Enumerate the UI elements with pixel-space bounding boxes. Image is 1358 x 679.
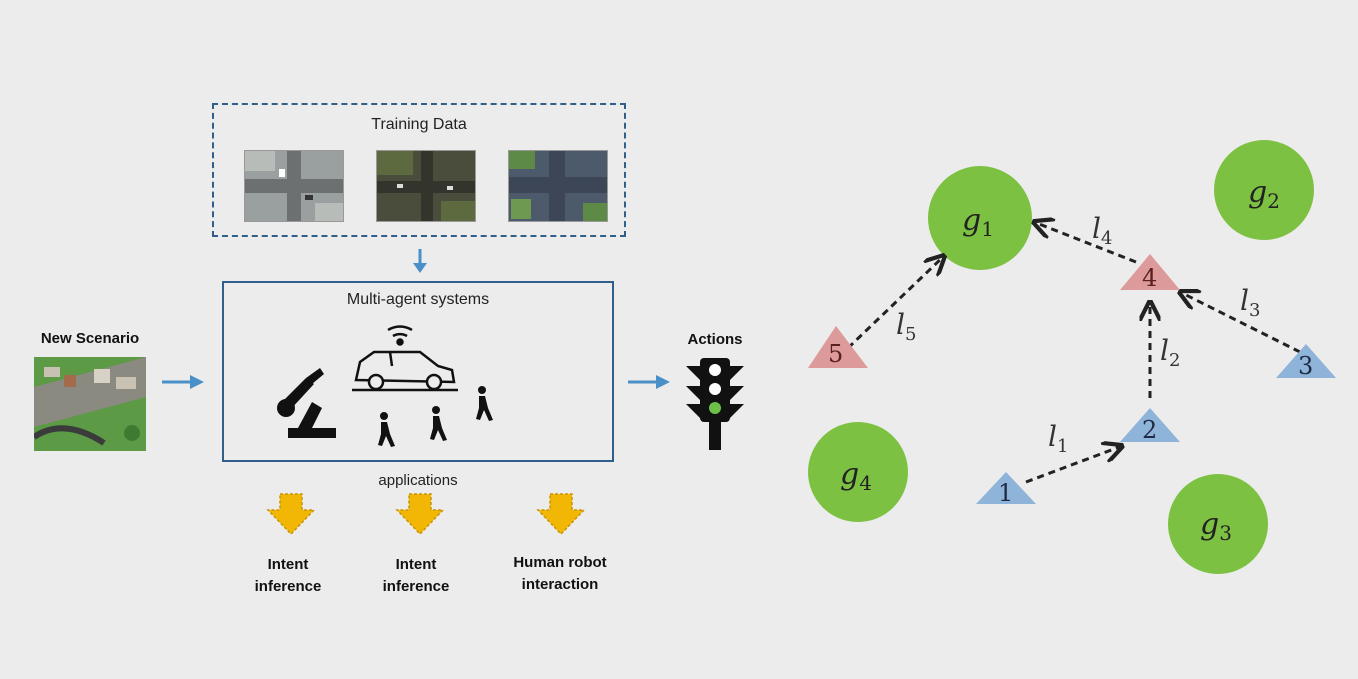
mas-icons	[277, 325, 493, 447]
pedestrian-icon-1	[378, 412, 395, 447]
edge-label-l2-letter: l	[1160, 334, 1169, 367]
new-scenario-image	[34, 357, 146, 451]
training-data-box	[212, 103, 626, 237]
agent-2-shape	[1120, 408, 1180, 442]
goal-g1-circle	[928, 166, 1032, 270]
goal-g2: g2	[1214, 140, 1314, 240]
traffic-light-icon	[686, 358, 744, 450]
goal-g1-sub: 1	[981, 217, 994, 241]
goal-g4-circle	[808, 422, 908, 522]
svg-text:g1: g1	[962, 203, 994, 241]
applications-label: applications	[378, 472, 458, 489]
robot-arm-icon	[277, 368, 336, 438]
app-arrow-1	[266, 493, 316, 536]
agent-goal-graph: g1 g2 g3 g4 1 2 3 4 5 l1 l2	[808, 140, 1336, 574]
goal-g3-letter: g	[1200, 507, 1219, 542]
goal-g1-letter: g	[962, 203, 981, 238]
pedestrian-icon-2	[430, 406, 447, 441]
mas-to-actions-arrow	[628, 375, 670, 389]
edge-label-l1-sub: 1	[1057, 436, 1068, 457]
edge-label-l1: l1	[1048, 420, 1068, 457]
app-arrow-3	[536, 493, 586, 536]
output-label-1-line1: Intent	[267, 556, 309, 573]
edge-l5	[846, 256, 944, 350]
edge-l3	[1180, 292, 1301, 354]
goal-g4-letter: g	[840, 457, 859, 492]
output-label-1: Intent inference	[228, 554, 348, 598]
agent-4-shape	[1120, 254, 1180, 290]
edge-label-l2: l2	[1160, 334, 1180, 371]
training-to-mas-arrow	[413, 249, 427, 273]
agent-2-label: 2	[1142, 416, 1157, 444]
wifi-icon	[387, 325, 413, 346]
edge-label-l3-letter: l	[1240, 284, 1249, 317]
svg-text:g2: g2	[1248, 175, 1280, 213]
output-label-1-line2: inference	[254, 578, 322, 595]
output-label-3-line2: interaction	[521, 576, 599, 593]
edge-label-l4-sub: 4	[1101, 228, 1112, 249]
output-label-2-line1: Intent	[395, 556, 437, 573]
car-icon	[352, 350, 458, 392]
svg-text:g4: g4	[840, 457, 872, 495]
output-label-3-line1: Human robot	[513, 554, 607, 571]
agent-4: 4	[1120, 254, 1180, 292]
agent-1-shape	[976, 472, 1036, 504]
output-label-2: Intent inference	[356, 554, 476, 598]
edge-l1	[1025, 446, 1122, 484]
edge-label-l1-letter: l	[1048, 420, 1057, 453]
goal-g2-circle	[1214, 140, 1314, 240]
edge-label-l5: l5	[896, 308, 916, 345]
training-image-3	[508, 150, 608, 222]
goal-g1: g1	[928, 166, 1032, 270]
edge-label-l5-letter: l	[896, 308, 905, 341]
mas-title: Multi-agent systems	[346, 291, 490, 308]
goal-g3-sub: 3	[1219, 521, 1232, 545]
agent-1-label: 1	[998, 479, 1013, 507]
agent-1: 1	[976, 472, 1036, 507]
multi-agent-systems-box	[222, 281, 614, 462]
output-label-3: Human robot interaction	[495, 552, 625, 596]
edge-label-l3: l3	[1240, 284, 1260, 321]
agent-4-label: 4	[1142, 264, 1157, 292]
edge-label-l5-sub: 5	[905, 324, 916, 345]
scenario-to-mas-arrow	[162, 375, 204, 389]
goal-g2-sub: 2	[1267, 189, 1280, 213]
edge-label-l2-sub: 2	[1169, 350, 1180, 371]
goal-g4-sub: 4	[859, 471, 872, 495]
agent-2: 2	[1120, 408, 1180, 444]
goal-g3: g3	[1168, 474, 1268, 574]
agent-3: 3	[1276, 344, 1336, 380]
goal-g4: g4	[808, 422, 908, 522]
goal-g3-circle	[1168, 474, 1268, 574]
new-scenario-label: New Scenario	[40, 330, 140, 347]
training-image-2	[376, 150, 476, 222]
pedestrian-icon-3	[476, 386, 493, 421]
actions-label: Actions	[687, 331, 743, 348]
agent-3-label: 3	[1298, 352, 1313, 380]
agent-5: 5	[808, 326, 868, 368]
edge-label-l3-sub: 3	[1249, 300, 1260, 321]
training-image-1	[244, 150, 344, 222]
edge-label-l4-letter: l	[1092, 212, 1101, 245]
goal-g2-letter: g	[1248, 175, 1267, 210]
edge-l4	[1034, 222, 1137, 264]
edge-label-l4: l4	[1092, 212, 1112, 249]
svg-text:g3: g3	[1200, 507, 1232, 545]
agent-3-shape	[1276, 344, 1336, 378]
app-arrow-2	[395, 493, 445, 536]
output-label-2-line2: inference	[382, 578, 450, 595]
agent-5-label: 5	[828, 340, 843, 368]
agent-5-shape	[808, 326, 868, 368]
training-data-title: Training Data	[371, 116, 467, 133]
